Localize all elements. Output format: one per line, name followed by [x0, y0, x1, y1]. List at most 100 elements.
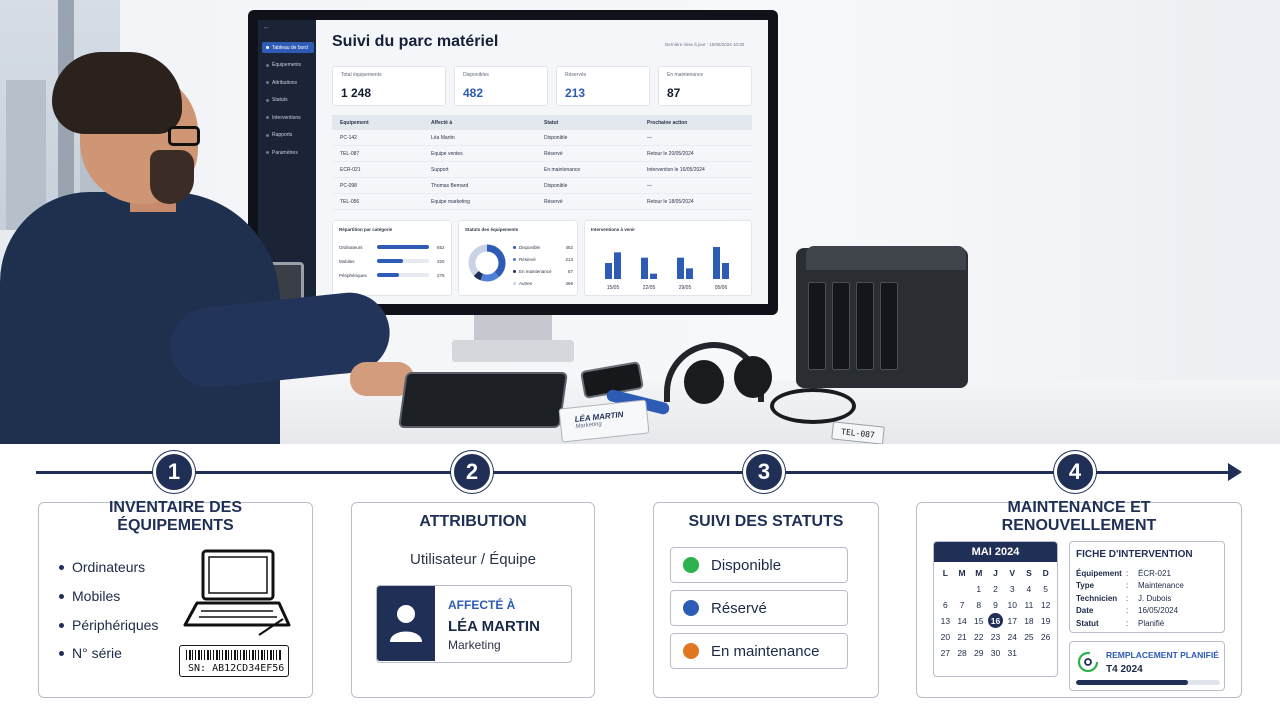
legend-label: En maintenance [519, 268, 552, 274]
calendar-day[interactable]: 24 [1007, 632, 1017, 642]
sidebar-dot-icon [266, 133, 269, 137]
sidebar-item[interactable]: Équipements [262, 60, 314, 71]
intervention-bar [650, 273, 657, 279]
sheet-key: Type [1076, 581, 1095, 591]
headphones-cup [684, 360, 724, 404]
calendar-day[interactable]: 14 [957, 616, 967, 626]
table-cell: Retour le 18/05/2024 [647, 198, 694, 205]
sidebar-dot-icon [266, 98, 269, 102]
x-tick-label: 15/05 [607, 285, 620, 291]
calendar-day[interactable]: 23 [990, 632, 1001, 642]
calendar-day[interactable]: 26 [1040, 632, 1051, 642]
sidebar-item[interactable]: Tableau de bord [262, 42, 314, 53]
sidebar-item[interactable]: Rapports [262, 130, 314, 141]
sheet-row: Équipement:ÉCR-021 [1076, 567, 1218, 580]
user-icon [390, 605, 422, 642]
calendar-day[interactable]: 22 [974, 632, 984, 642]
sidebar-item[interactable]: Paramètres [262, 147, 314, 158]
bullet-label: Mobiles [72, 588, 121, 604]
kpi-maintenance: En maintenance 87 [658, 66, 752, 106]
calendar-day[interactable]: 6 [942, 600, 948, 610]
sheet-key: Date [1076, 606, 1094, 616]
calendar-day[interactable]: 30 [990, 648, 1001, 658]
kpi-value: 482 [463, 86, 484, 100]
column-header[interactable]: Statut [544, 119, 559, 126]
sheet-row: Statut:Planifié [1076, 617, 1218, 630]
table-cell: Disponible [544, 182, 568, 189]
calendar-day[interactable]: 29 [974, 648, 984, 658]
legend-dot-icon [513, 281, 516, 285]
kpi-label: Réservés [565, 72, 587, 78]
serial-number: SN: AB12CD34EF56 [188, 663, 285, 674]
sidebar-item[interactable]: Interventions [262, 112, 314, 123]
category-bar-track [377, 259, 429, 263]
calendar-day[interactable]: 9 [993, 600, 998, 610]
calendar-day[interactable]: 25 [1024, 632, 1034, 642]
calendar-day-selected[interactable]: 16 [987, 613, 1003, 628]
calendar-day[interactable]: 8 [976, 600, 982, 610]
bullet-dot-icon [59, 593, 64, 599]
sheet-key: Technicien [1076, 593, 1118, 603]
calendar-day[interactable]: 7 [959, 600, 965, 610]
sheet-key: Équipement [1076, 568, 1122, 578]
calendar-day[interactable]: 19 [1040, 616, 1051, 626]
sidebar-item-label: Équipements [272, 62, 302, 68]
calendar-day-header: M [975, 568, 983, 578]
sidebar-dot-icon [266, 46, 269, 49]
calendar-day[interactable]: 2 [993, 584, 998, 594]
column-header[interactable]: Équipement [340, 119, 369, 126]
calendar-day[interactable]: 21 [957, 632, 967, 642]
calendar-day[interactable]: 28 [957, 648, 967, 658]
back-arrow-icon[interactable]: ← [263, 24, 270, 31]
sidebar-item[interactable]: Statuts [262, 95, 314, 106]
inventory-bullet: Ordinateurs [59, 559, 145, 575]
drive-bay [880, 282, 898, 370]
status-reserved[interactable]: Réservé [670, 590, 848, 626]
calendar-day[interactable]: 15 [974, 616, 984, 626]
calendar-day[interactable]: 5 [1043, 584, 1048, 594]
calendar-day-header: S [1026, 568, 1032, 578]
calendar-day[interactable]: 31 [1007, 648, 1017, 658]
table-cell: — [647, 182, 652, 189]
status-maintenance[interactable]: En maintenance [670, 633, 848, 669]
kpi-value: 1 248 [341, 86, 372, 100]
bullet-label: Périphériques [72, 617, 159, 633]
assigned-label: AFFECTÉ À [448, 598, 516, 612]
calendar-day-header: M [958, 568, 966, 578]
replacement-box: REMPLACEMENT PLANIFIÉ T4 2024 [1069, 641, 1225, 691]
calendar-day[interactable]: 20 [940, 632, 951, 642]
barcode-icon [186, 650, 282, 660]
calendar-day[interactable]: 12 [1040, 600, 1051, 610]
status-donut-chart [468, 244, 506, 282]
calendar-day[interactable]: 11 [1024, 600, 1034, 610]
intervention-bar [713, 247, 720, 279]
person-hair [52, 52, 182, 134]
calendar-day[interactable]: 27 [940, 648, 951, 658]
calendar-day[interactable]: 18 [1024, 616, 1034, 626]
calendar-day[interactable]: 3 [1009, 584, 1015, 594]
equipment-table: Équipement Affecté à Statut Prochaine ac… [332, 115, 752, 210]
table-cell: Équipe ventes [431, 150, 463, 157]
calendar-day[interactable]: 10 [1007, 600, 1017, 610]
x-tick-label: 22/05 [643, 285, 656, 291]
calendar-day[interactable]: 13 [940, 616, 951, 626]
column-header[interactable]: Prochaine action [647, 119, 688, 126]
category-bar [377, 273, 399, 277]
status-dot-icon [683, 557, 699, 573]
calendar-day[interactable]: 1 [976, 584, 982, 594]
column-header[interactable]: Affecté à [431, 119, 453, 126]
donut-slice [468, 244, 506, 282]
sidebar-item[interactable]: Attributions [262, 77, 314, 88]
calendar-day[interactable]: 17 [1007, 616, 1017, 626]
calendar-day-header: D [1042, 568, 1049, 578]
calendar-day[interactable]: 4 [1026, 584, 1032, 594]
table-cell: Thomas Bernard [431, 182, 469, 189]
status-available[interactable]: Disponible [670, 547, 848, 583]
